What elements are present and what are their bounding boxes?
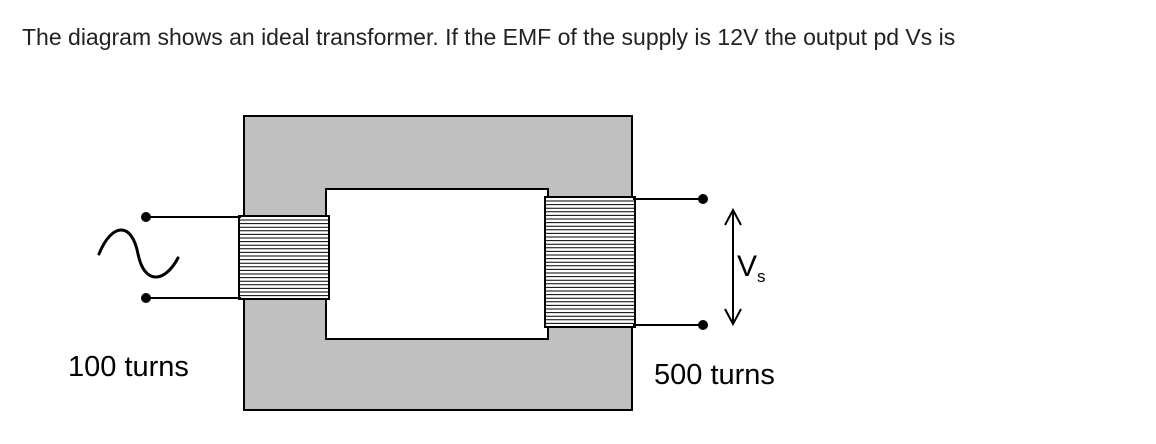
secondary-terminal-top xyxy=(698,194,708,204)
primary-terminal-top xyxy=(141,212,151,222)
secondary-coil xyxy=(544,196,636,328)
primary-turns-label: 100 turns xyxy=(68,351,189,383)
ac-source-icon xyxy=(97,228,180,279)
secondary-wires xyxy=(633,198,703,326)
question-text: The diagram shows an ideal transformer. … xyxy=(22,24,956,50)
output-voltage-subscript: s xyxy=(757,267,766,286)
primary-wires xyxy=(146,216,241,299)
primary-terminal-bottom xyxy=(141,293,151,303)
voltage-arrow xyxy=(724,207,742,327)
primary-coil xyxy=(238,215,330,300)
secondary-terminal-bottom xyxy=(698,320,708,330)
secondary-turns-label: 500 turns xyxy=(654,359,775,391)
output-voltage-label: V xyxy=(737,250,757,283)
